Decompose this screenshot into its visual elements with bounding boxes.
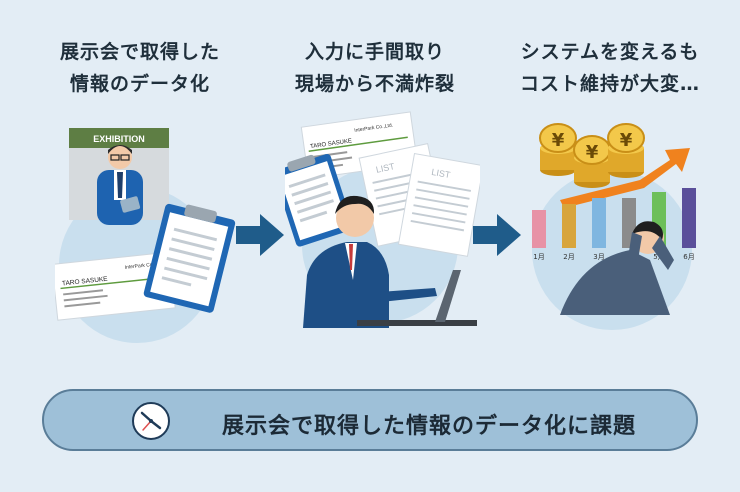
yen-coin-stack-2: ¥ <box>573 135 611 188</box>
heading-3-line-1: システムを変えるも <box>520 41 700 63</box>
scene-cost: 1月2月3月4月5月6月 ¥ ¥ ¥ <box>532 123 696 330</box>
heading-2-line-1: 入力に手間取り <box>304 41 445 63</box>
yen-coin-stack-3: ¥ <box>607 123 645 178</box>
heading-1-line-1: 展示会で取得した <box>59 41 220 63</box>
flow-arrow-1 <box>236 214 284 256</box>
booth-staff-person <box>97 145 143 225</box>
month-label-2: 2月 <box>563 253 574 261</box>
summary-banner: 展示会で取得した情報のデータ化に課題 <box>42 389 698 451</box>
yen-symbol-2: ¥ <box>586 142 599 163</box>
card-1-name: TARO SASUKE <box>62 276 109 288</box>
business-card-1: InterPark Co.,Ltd. TARO SASUKE <box>55 251 176 321</box>
yen-coin-stack-1: ¥ <box>539 123 577 176</box>
flow-arrow-1-shape <box>236 214 284 256</box>
trend-arrow-icon <box>560 148 690 208</box>
clipboard-icon-2 <box>285 153 354 247</box>
card-2-name: TARO SASUKE <box>310 138 353 150</box>
bar-3 <box>592 198 606 248</box>
flow-arrow-2-shape <box>473 214 521 256</box>
yen-symbol-1: ¥ <box>552 130 565 151</box>
month-label-6: 6月 <box>683 253 694 261</box>
list-1-label: LIST <box>375 161 396 175</box>
laptop-icon <box>357 270 477 326</box>
scene-exhibition: EXHIBITION InterPark Co.,Ltd. TARO SASUK… <box>55 128 236 343</box>
bar-1 <box>532 210 546 248</box>
bar-2 <box>562 204 576 248</box>
heading-column-3: システムを変えるも コスト維持が大変… <box>500 36 720 100</box>
month-label-3: 3月 <box>593 253 604 261</box>
list-document-2: LIST <box>397 153 480 257</box>
card-1-company: InterPark Co.,Ltd. <box>124 261 164 271</box>
scene-data-entry: InterPark Co.,Ltd. TARO SASUKE LIST LIST <box>285 111 480 328</box>
month-label-1: 1月 <box>533 253 544 261</box>
office-worker-person <box>303 195 437 328</box>
list-2-label: LIST <box>431 167 452 180</box>
booth-sign-text: EXHIBITION <box>93 134 145 144</box>
heading-column-1: 展示会で取得した 情報のデータ化 <box>30 36 250 100</box>
flow-arrow-2 <box>473 214 521 256</box>
booth-sign <box>69 128 169 148</box>
card-2-company: InterPark Co.,Ltd. <box>354 122 394 133</box>
clipboard-icon <box>143 203 236 313</box>
heading-2-line-2: 現場から不満炸裂 <box>294 73 455 95</box>
bar-6 <box>682 188 696 248</box>
heading-3-line-2: コスト維持が大変… <box>519 73 700 95</box>
heading-column-2: 入力に手間取り 現場から不満炸裂 <box>265 36 485 100</box>
banner-text: 展示会で取得した情報のデータ化に課題 <box>222 414 637 439</box>
yen-symbol-3: ¥ <box>620 130 633 151</box>
heading-1-line-2: 情報のデータ化 <box>69 73 210 95</box>
clock-icon <box>132 402 170 440</box>
distressed-person <box>560 221 674 315</box>
